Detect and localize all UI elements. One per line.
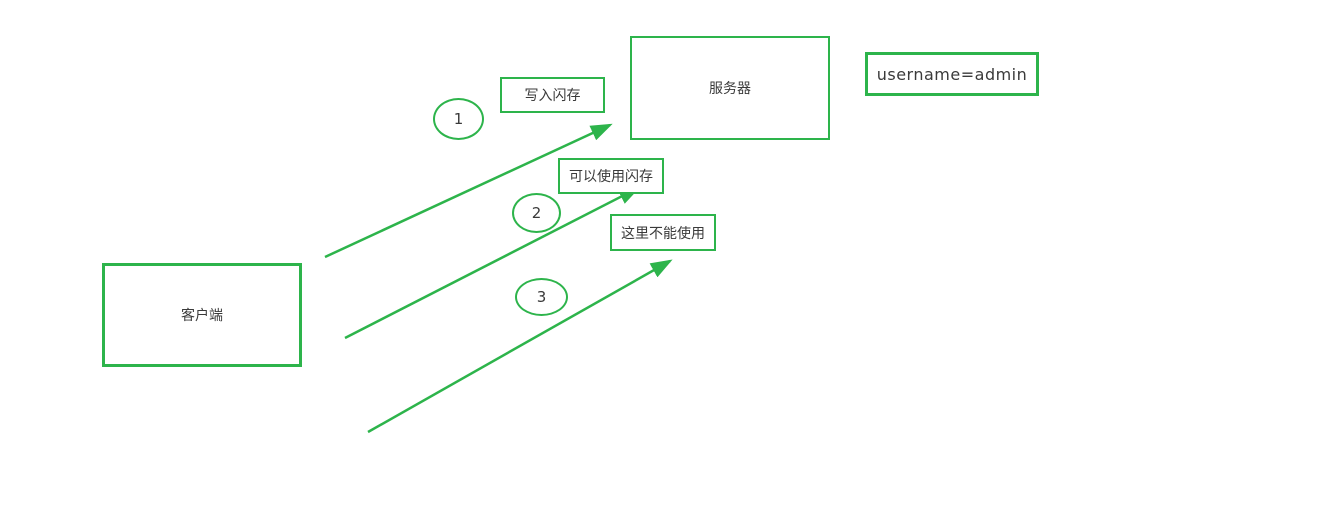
step-marker-3: 3	[515, 278, 568, 316]
annotation-can-use-flash-label: 可以使用闪存	[569, 169, 653, 185]
step-marker-3-number: 3	[536, 288, 547, 306]
client-node: 客户端	[102, 263, 302, 367]
step-marker-2: 2	[512, 193, 561, 233]
annotation-cannot-use-here-label: 这里不能使用	[621, 225, 705, 242]
annotation-can-use-flash: 可以使用闪存	[558, 158, 664, 194]
username-label: username=admin	[876, 64, 1028, 84]
username-node: username=admin	[865, 52, 1039, 96]
arrow-2	[344, 186, 641, 340]
step-marker-2-number: 2	[531, 204, 542, 222]
client-label: 客户端	[181, 308, 223, 324]
server-node: 服务器	[630, 36, 830, 140]
annotation-cannot-use-here: 这里不能使用	[610, 214, 716, 251]
step-marker-1: 1	[433, 98, 484, 140]
arrow-3	[367, 259, 673, 434]
step-marker-1-number: 1	[453, 110, 464, 128]
annotation-write-flash: 写入闪存	[500, 77, 605, 113]
server-label: 服务器	[709, 81, 751, 97]
arrow-1	[324, 123, 613, 259]
annotation-write-flash-label: 写入闪存	[524, 88, 581, 104]
